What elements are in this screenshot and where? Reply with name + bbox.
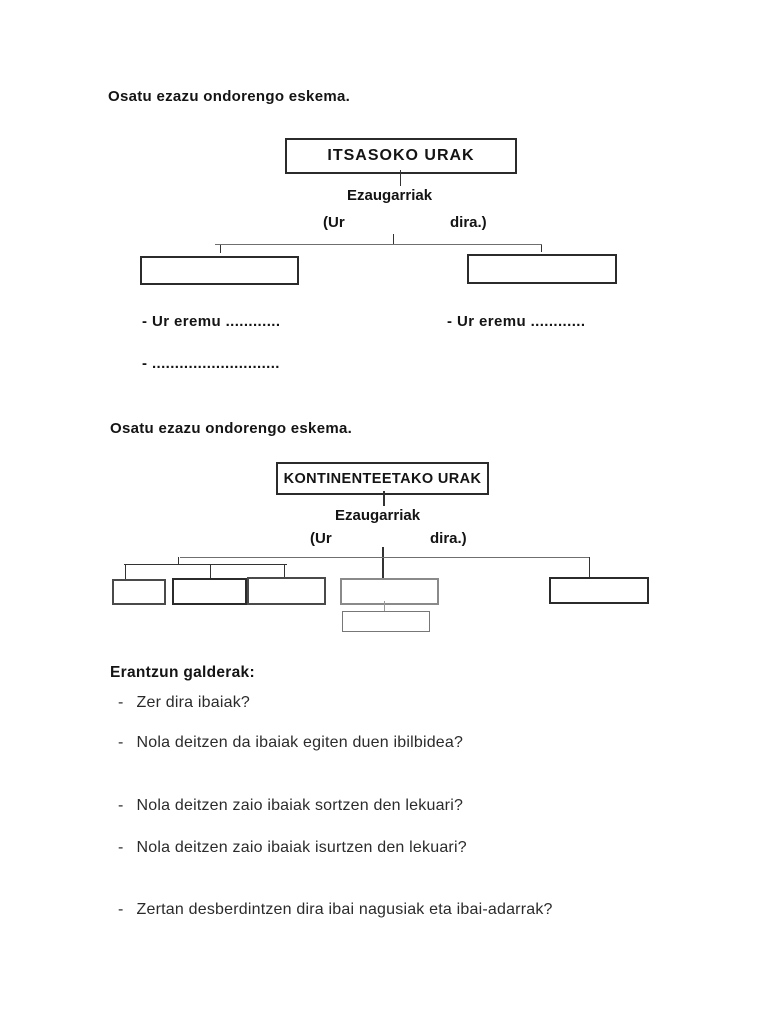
question-text-2: Nola deitzen da ibaiak egiten duen ibilb… [136, 734, 464, 751]
connector-line [124, 564, 287, 565]
connector-line [383, 491, 385, 506]
question-dash: - [118, 839, 124, 856]
diagram1-fill-close: dira.) [450, 214, 487, 231]
question-row: - Nola deitzen zaio ibaiak sortzen den l… [118, 797, 463, 815]
connector-line [125, 565, 126, 579]
diagram2-root-label: KONTINENTEETAKO URAK [283, 470, 482, 487]
diagram1-root-box: ITSASOKO URAK [285, 138, 517, 174]
diagram2-answer-box-right[interactable] [549, 577, 649, 604]
question-text-3: Nola deitzen zaio ibaiak sortzen den lek… [136, 797, 464, 814]
connector-line [400, 170, 401, 186]
question-dash: - [118, 901, 124, 918]
question-text-1: Zer dira ibaiak? [136, 694, 251, 711]
connector-line [210, 565, 211, 579]
connector-line [215, 244, 542, 245]
diagram2-answer-box-3[interactable] [247, 577, 326, 605]
question-row: - Nola deitzen zaio ibaiak isurtzen den … [118, 839, 467, 857]
connector-line [180, 557, 590, 558]
question-row: - Zertan desberdintzen dira ibai nagusia… [118, 901, 553, 919]
connector-line [220, 245, 221, 253]
questions-heading: Erantzun galderak: [110, 664, 255, 681]
diagram2-answer-box-center[interactable] [340, 578, 439, 605]
bullet-dotted-line: - ............................ [142, 355, 280, 372]
question-dash: - [118, 694, 124, 711]
question-row: - Nola deitzen da ibaiak egiten duen ibi… [118, 734, 463, 752]
diagram2-subtitle: Ezaugarriak [335, 507, 421, 524]
diagram1-root-label: ITSASOKO URAK [327, 147, 475, 164]
connector-line [393, 234, 394, 244]
diagram2-root-box: KONTINENTEETAKO URAK [276, 462, 489, 495]
connector-line [178, 557, 179, 564]
connector-line [589, 557, 590, 577]
section1-heading: Osatu ezazu ondorengo eskema. [108, 88, 351, 105]
diagram2-answer-box-1[interactable] [112, 579, 166, 605]
diagram1-fill-open: (Ur [323, 214, 345, 231]
bullet-ur-eremu-left: - Ur eremu ............ [142, 313, 281, 330]
diagram2-answer-box-2[interactable] [172, 578, 247, 605]
bullet-ur-eremu-right: - Ur eremu ............ [447, 313, 586, 330]
diagram2-answer-box-bottom[interactable] [342, 611, 430, 632]
question-dash: - [118, 734, 124, 751]
connector-line [382, 547, 384, 579]
question-dash: - [118, 797, 124, 814]
diagram2-fill-open: (Ur [310, 530, 332, 547]
diagram2-fill-close: dira.) [430, 530, 467, 547]
question-row: - Zer dira ibaiak? [118, 694, 250, 712]
question-text-4: Nola deitzen zaio ibaiak isurtzen den le… [136, 839, 467, 856]
section2-heading: Osatu ezazu ondorengo eskema. [110, 420, 353, 437]
connector-line [384, 601, 385, 611]
diagram1-answer-box-left[interactable] [140, 256, 299, 285]
diagram1-answer-box-right[interactable] [467, 254, 617, 284]
diagram1-subtitle: Ezaugarriak [347, 187, 433, 204]
question-text-5: Zertan desberdintzen dira ibai nagusiak … [136, 901, 553, 918]
connector-line [284, 565, 285, 577]
connector-line [541, 245, 542, 252]
